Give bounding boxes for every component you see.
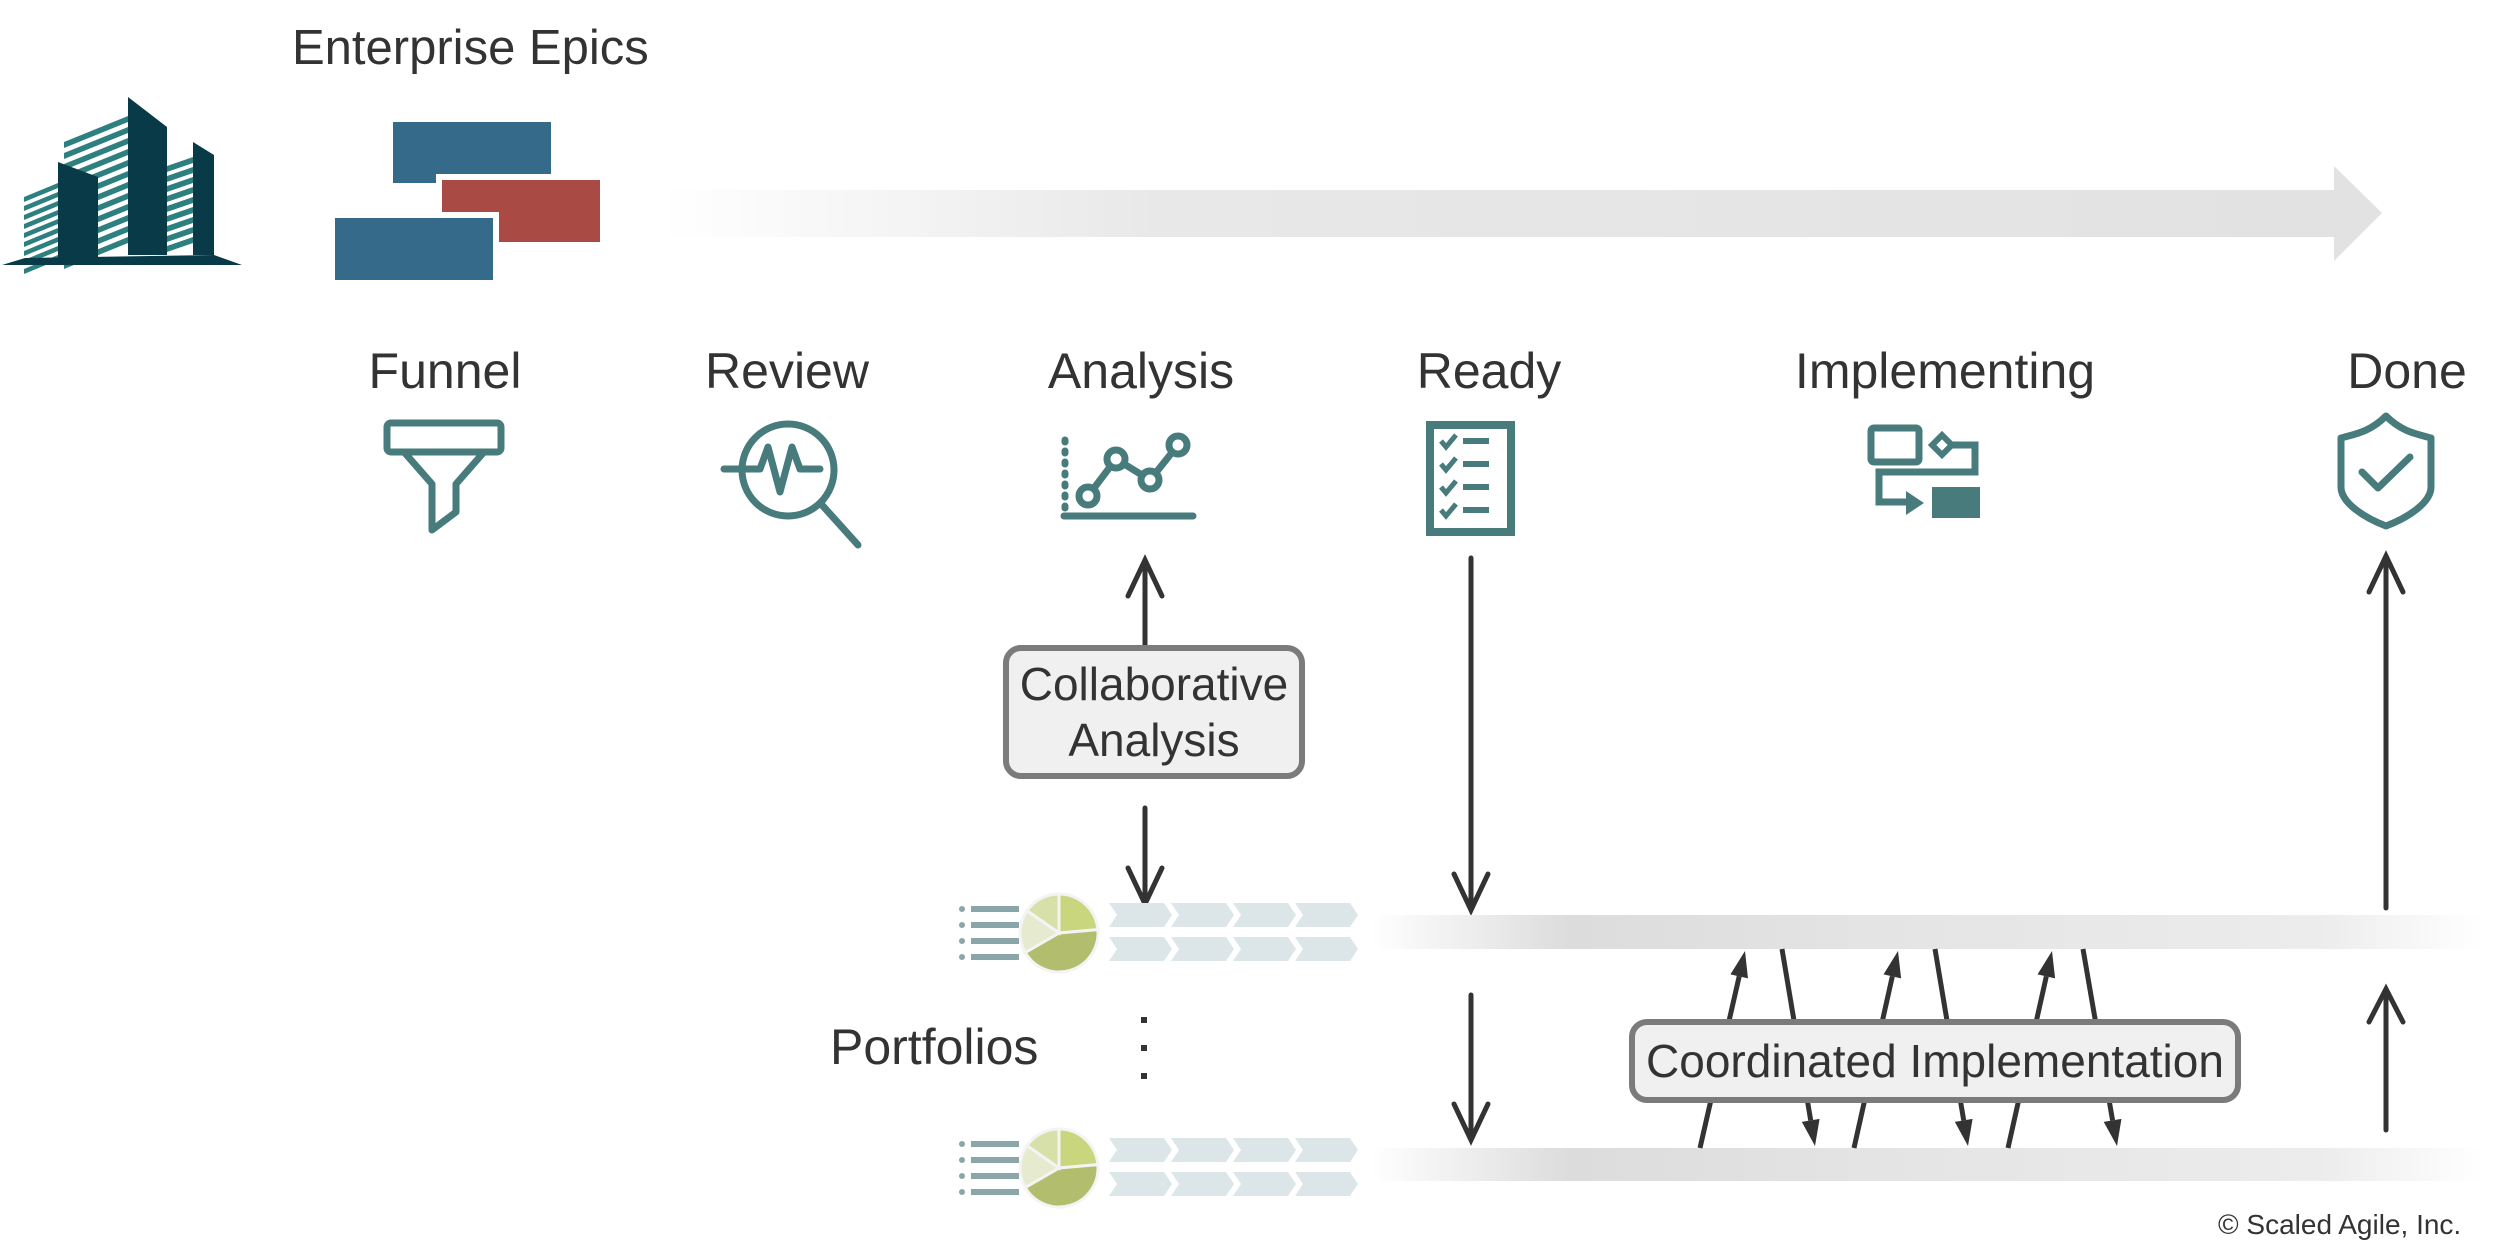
list-icon	[959, 906, 1019, 960]
check-mark-icon	[1439, 502, 1458, 520]
magnifier-pulse-icon	[720, 420, 862, 549]
timeline-arrow	[660, 166, 2382, 261]
chevron-step	[1109, 937, 1172, 961]
chevron-step	[1295, 1172, 1358, 1196]
collaborative-analysis-line1: Collaborative	[1019, 658, 1289, 710]
checklist-line	[1463, 461, 1489, 467]
ready-down-arrow-bottom	[1451, 992, 1491, 1146]
portfolio-row	[959, 892, 1358, 974]
enterprise-building-icon	[2, 97, 242, 274]
pie-chart-icon	[1018, 892, 1100, 974]
stage-label-funnel: Funnel	[368, 343, 522, 399]
ready-down-arrow-top	[1451, 555, 1491, 916]
coordinated-implementation-label: Coordinated Implementation	[1646, 1035, 2224, 1087]
chevron-step	[1171, 1138, 1234, 1162]
flowchart-icon	[1867, 424, 1980, 518]
chevron-step	[1171, 1172, 1234, 1196]
portfolio-band-2	[1370, 1148, 2485, 1181]
chevron-step	[1109, 1172, 1172, 1196]
chevron-step	[1109, 1138, 1172, 1162]
diagram-title: Enterprise Epics	[292, 21, 649, 75]
stage-label-ready: Ready	[1416, 343, 1562, 399]
pie-slice	[1057, 1127, 1100, 1170]
list-icon	[959, 1141, 1019, 1195]
chevron-step	[1295, 937, 1358, 961]
stage-label-done: Done	[2347, 343, 2467, 399]
checklist-line	[1463, 484, 1489, 490]
done-up-arrow-bottom	[2366, 983, 2406, 1133]
check-mark-icon	[1439, 433, 1458, 451]
chevron-step	[1233, 1172, 1296, 1196]
stage-label-analysis: Analysis	[1047, 343, 1235, 399]
chevron-steps	[1109, 1138, 1358, 1196]
line-chart-icon	[1060, 432, 1197, 520]
collaborative-analysis-line2: Analysis	[1068, 714, 1240, 766]
portfolio-rows	[959, 892, 1358, 1209]
checklist-icon	[1426, 421, 1515, 536]
checklist-line	[1463, 438, 1489, 444]
portfolio-row	[959, 1127, 1358, 1209]
chevron-step	[1233, 1138, 1296, 1162]
check-mark-icon	[1439, 456, 1458, 474]
collaborative-analysis-box: Collaborative Analysis	[1003, 645, 1305, 779]
chevron-step	[1295, 1138, 1358, 1162]
stage-label-implementing: Implementing	[1794, 343, 2096, 399]
copyright-notice: © Scaled Agile, Inc.	[2218, 1209, 2462, 1240]
coordinated-implementation-box: Coordinated Implementation	[1629, 1019, 2241, 1103]
analysis-down-arrow	[1125, 805, 1165, 910]
chevron-step	[1233, 937, 1296, 961]
pie-slice	[1057, 892, 1100, 935]
more-portfolios-ellipsis	[1141, 1017, 1147, 1079]
chevron-step	[1171, 937, 1234, 961]
pie-slice	[1024, 1127, 1061, 1171]
check-mark-icon	[1439, 479, 1458, 497]
done-up-arrow-top	[2366, 550, 2406, 911]
chevron-step	[1109, 903, 1172, 927]
epic-blocks-icon	[329, 122, 606, 286]
checklist-line	[1463, 507, 1489, 513]
chevron-steps	[1109, 903, 1358, 961]
stage-label-review: Review	[705, 343, 869, 399]
chevron-step	[1171, 903, 1234, 927]
chevron-step	[1233, 903, 1296, 927]
pie-slice	[1023, 927, 1100, 974]
shield-check-icon	[2337, 412, 2435, 530]
portfolio-band-1	[1370, 915, 2485, 949]
chevron-step	[1295, 903, 1358, 927]
pie-chart-icon	[1018, 1127, 1100, 1209]
pie-slice	[1023, 1162, 1100, 1209]
analysis-up-arrow	[1125, 554, 1165, 653]
pie-slice	[1024, 892, 1061, 936]
portfolios-label: Portfolios	[830, 1019, 1039, 1075]
funnel-icon	[383, 419, 505, 534]
